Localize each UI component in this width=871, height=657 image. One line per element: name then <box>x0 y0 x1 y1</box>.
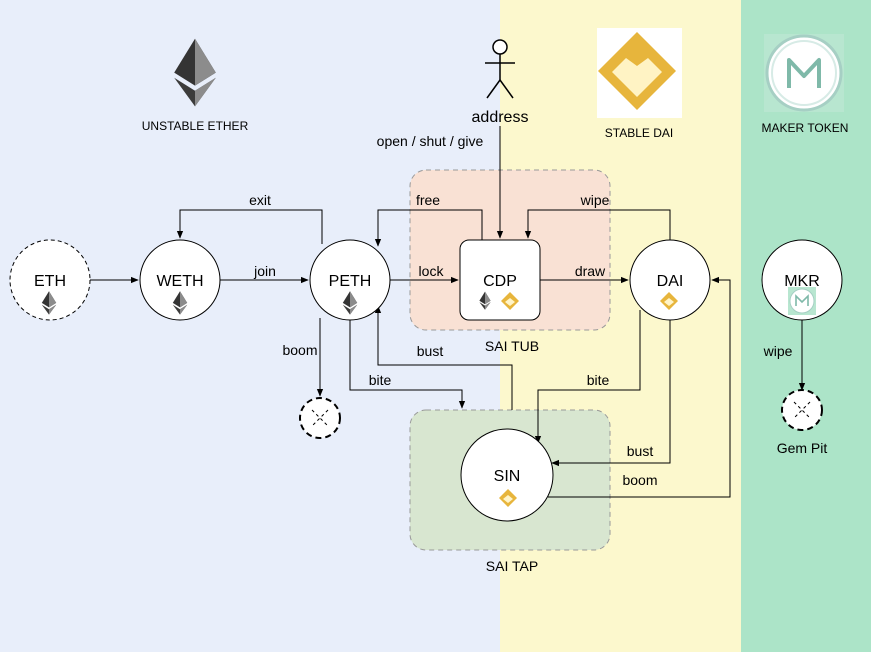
node-sin[interactable]: SIN <box>460 428 554 522</box>
node-mkr[interactable]: MKR <box>761 239 843 321</box>
node-dai[interactable]: DAI <box>629 239 711 321</box>
edge-bite-dai <box>534 310 641 444</box>
node-weth[interactable]: WETH <box>139 239 221 321</box>
node-peth[interactable]: PETH <box>309 239 391 321</box>
boom-peth-label: boom <box>282 342 317 358</box>
edge-bite-peth <box>349 319 466 409</box>
bust-dai-label: bust <box>627 443 654 459</box>
free-label: free <box>416 192 440 208</box>
zone-ether-label: UNSTABLE ETHER <box>142 119 249 133</box>
boom-sin-label: boom <box>622 472 657 488</box>
node-cdp[interactable]: CDP <box>459 239 541 321</box>
node-sin-label: SIN <box>494 468 521 485</box>
burn-sink-peth-icon <box>299 397 341 439</box>
wipe-mkr-label: wipe <box>763 343 793 359</box>
node-peth-label: PETH <box>329 273 372 290</box>
bite-dai-label: bite <box>587 372 610 388</box>
node-eth-label: ETH <box>34 273 66 290</box>
lock-label: lock <box>419 263 445 279</box>
zone-maker-label: MAKER TOKEN <box>762 121 849 135</box>
node-eth[interactable]: ETH <box>9 239 91 321</box>
address-label: address <box>472 109 529 126</box>
exit-label: exit <box>249 192 271 208</box>
draw-label: draw <box>575 263 606 279</box>
edge-exit <box>176 209 323 244</box>
sai-tub-label: SAI TUB <box>485 338 539 354</box>
gem-pit-label: Gem Pit <box>777 440 828 456</box>
node-mkr-label: MKR <box>784 273 820 290</box>
edge-boom-sin <box>548 276 731 498</box>
edge-free <box>374 209 483 247</box>
dai-logo-icon <box>597 28 682 118</box>
edge-wipe-dai <box>524 209 671 240</box>
node-dai-label: DAI <box>657 273 684 290</box>
node-weth-label: WETH <box>156 273 203 290</box>
open-shut-give-label: open / shut / give <box>377 133 484 149</box>
bust-peth-label: bust <box>417 343 444 359</box>
edge-bust-peth <box>374 305 513 410</box>
maker-logo-icon <box>764 34 844 112</box>
join-label: join <box>253 263 276 279</box>
gem-pit-sink-icon <box>781 389 823 431</box>
maker-icon <box>788 287 816 315</box>
address-actor-icon <box>485 39 515 99</box>
sai-tap-label: SAI TAP <box>486 558 538 574</box>
node-cdp-label: CDP <box>483 273 517 290</box>
edge-bust-dai <box>551 320 671 467</box>
bite-peth-label: bite <box>369 372 392 388</box>
zone-dai-label: STABLE DAI <box>605 126 673 140</box>
wipe-dai-label: wipe <box>580 192 610 208</box>
